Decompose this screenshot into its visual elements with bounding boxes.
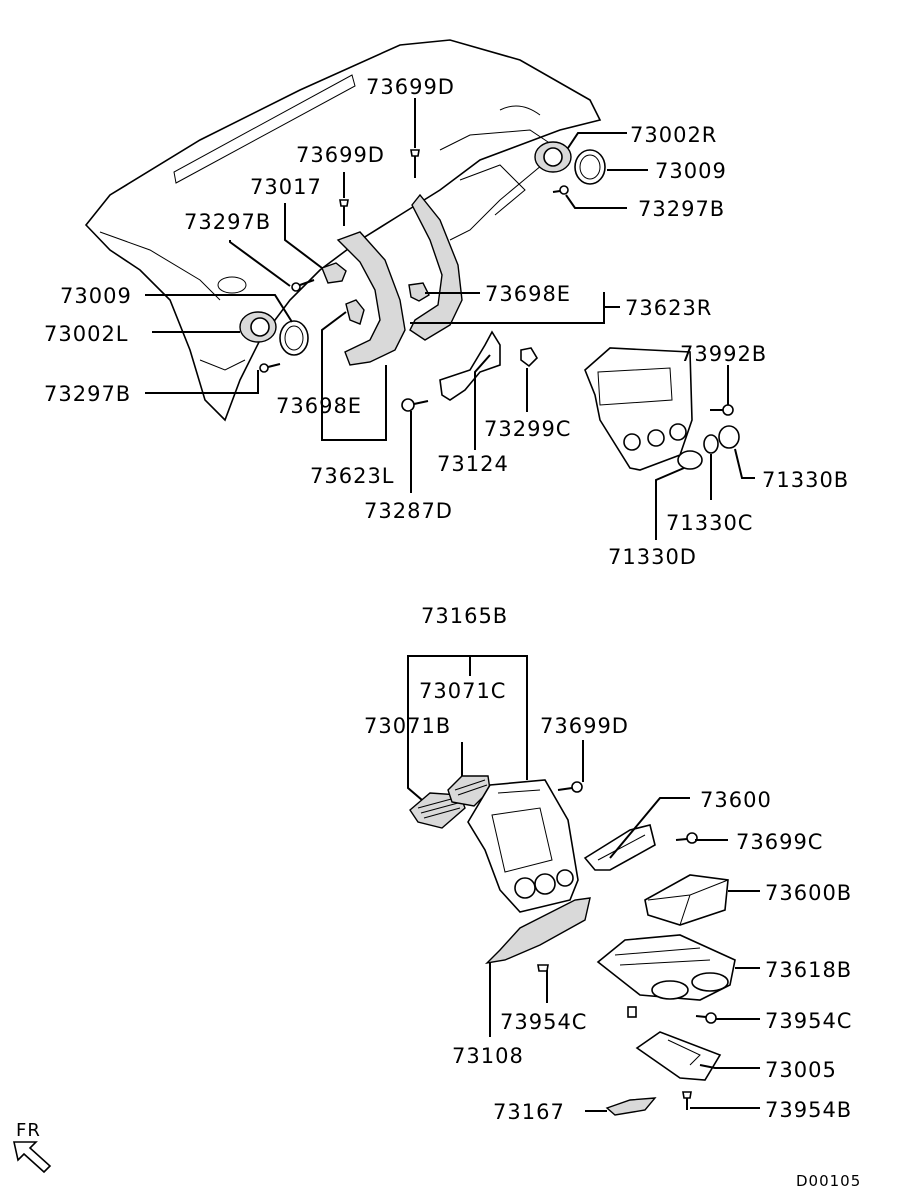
label-73623R: 73623R: [625, 296, 712, 320]
label-73002R: 73002R: [630, 123, 717, 147]
upper-leaders: [145, 98, 755, 540]
label-73600: 73600: [700, 788, 772, 812]
label-71330B: 71330B: [762, 468, 849, 492]
side-cover-73623L: [336, 231, 406, 366]
label-73071C: 73071C: [419, 679, 506, 703]
label-71330C: 71330C: [666, 511, 753, 535]
screws-lower: [537, 781, 717, 1110]
center-panel-73165B: [467, 779, 579, 913]
label-73297B-right: 73297B: [638, 197, 725, 221]
label-73954B: 73954B: [765, 1098, 852, 1122]
label-73699D-lower: 73699D: [540, 714, 629, 738]
label-73297B-bottom: 73297B: [44, 382, 131, 406]
label-73108: 73108: [452, 1044, 524, 1068]
lower-leaders: [407, 655, 760, 1112]
label-73618B: 73618B: [765, 958, 852, 982]
label-73297B-left: 73297B: [184, 210, 271, 234]
label-73009-right: 73009: [655, 159, 727, 183]
trim-73167: [605, 1097, 657, 1116]
label-73167: 73167: [493, 1100, 565, 1124]
label-73954C-left: 73954C: [500, 1010, 587, 1034]
clips: [321, 262, 539, 368]
label-73699C: 73699C: [736, 830, 823, 854]
label-73698E-right: 73698E: [485, 282, 571, 306]
side-cover-73623R: [409, 193, 463, 341]
label-73699D-top: 73699D: [366, 75, 455, 99]
bracket-73124: [439, 330, 501, 401]
label-73287D: 73287D: [364, 499, 453, 523]
orientation-label: FR: [16, 1120, 41, 1141]
label-73698E-left: 73698E: [276, 394, 362, 418]
lower-cover-73108: [484, 897, 591, 965]
instrument-panel: [84, 39, 602, 422]
label-73699D-mid: 73699D: [296, 143, 385, 167]
label-73071B: 73071B: [364, 714, 451, 738]
label-73623L: 73623L: [310, 464, 395, 488]
label-73600B: 73600B: [765, 881, 852, 905]
label-73299C: 73299C: [484, 417, 571, 441]
diagram-code: D00105: [796, 1172, 861, 1187]
label-73992B: 73992B: [680, 342, 767, 366]
label-73165B: 73165B: [421, 604, 508, 628]
box-73600B: [644, 874, 729, 926]
part-labels: 73699D 73002R 73699D 73009 73017 73297B …: [16, 75, 861, 1187]
front-arrow-icon: [13, 1141, 52, 1174]
tray-73005: [635, 1031, 722, 1081]
label-73017: 73017: [250, 175, 322, 199]
center-panel-upper: [584, 347, 740, 471]
right-vent-73002R: [534, 141, 606, 185]
label-73009-left: 73009: [60, 284, 132, 308]
left-vent-73002L: [239, 311, 309, 356]
label-73002L: 73002L: [44, 322, 129, 346]
cup-holder-73618B: [596, 934, 736, 1001]
label-73005: 73005: [765, 1058, 837, 1082]
label-71330D: 71330D: [608, 545, 697, 569]
label-73954C-right: 73954C: [765, 1009, 852, 1033]
label-73124: 73124: [437, 452, 509, 476]
